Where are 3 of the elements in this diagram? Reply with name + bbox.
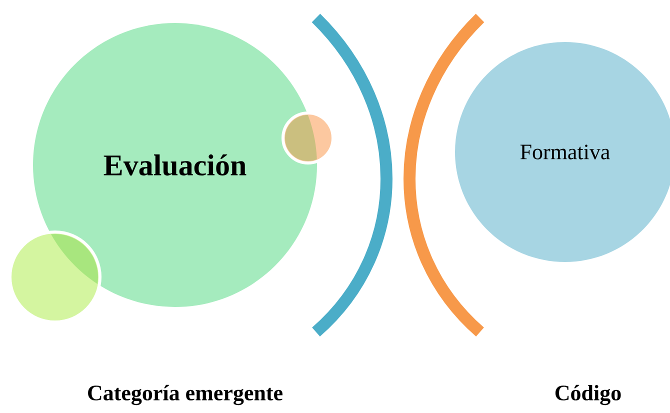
caption: Categoría emergente [88, 384, 282, 406]
caption: Código [555, 384, 621, 406]
circle [8, 230, 102, 324]
